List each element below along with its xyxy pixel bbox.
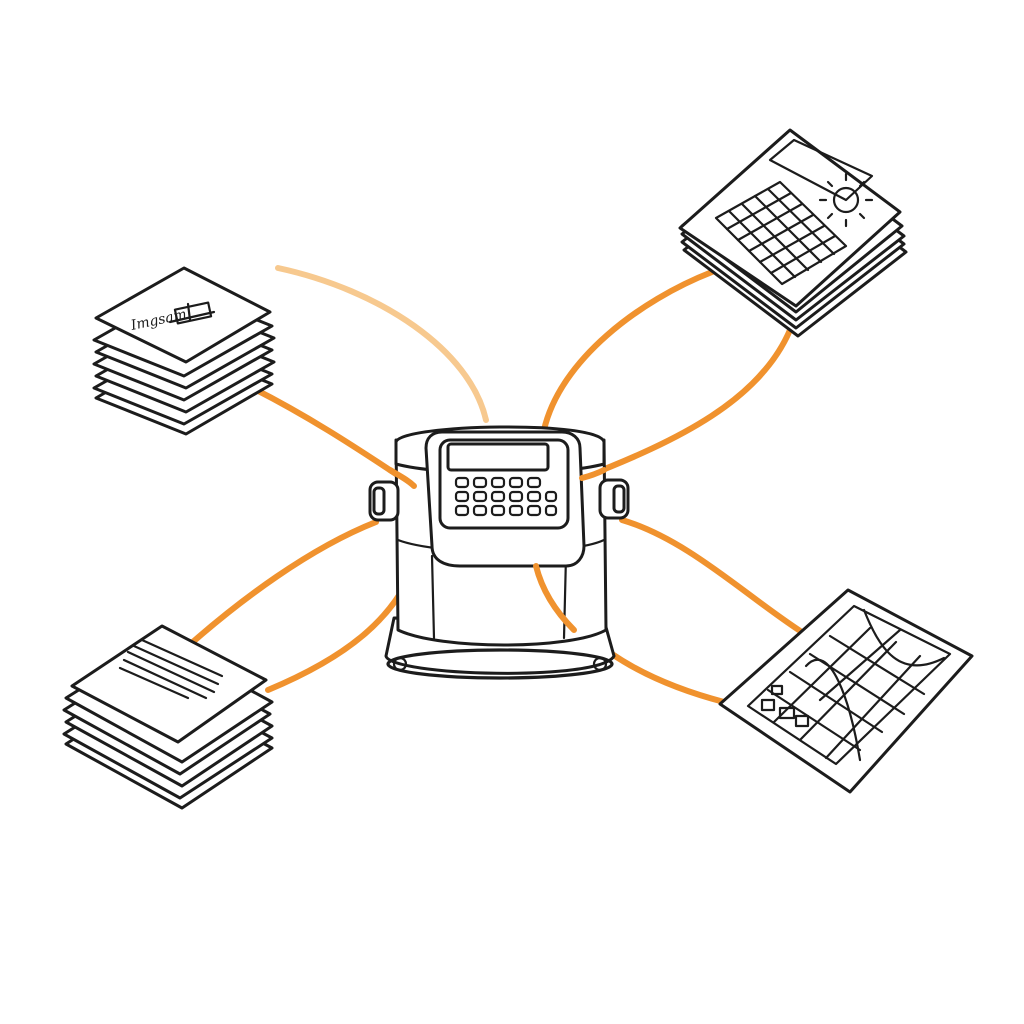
document-stack-icon: Imgsam — [92, 266, 276, 436]
text-document-stack-icon — [62, 624, 274, 810]
document-mini-table-icon — [168, 301, 216, 325]
connector-calendar-b — [579, 327, 793, 481]
connector-faded — [275, 265, 489, 423]
calculator-machine-icon — [368, 425, 630, 680]
connector-top-left-doc — [229, 375, 417, 489]
calendar-grid — [714, 180, 848, 286]
connector-text-doc-a — [183, 519, 379, 651]
right-knob — [598, 478, 630, 520]
connector-calendar-a — [541, 269, 715, 433]
map-grid-icon — [718, 588, 974, 794]
keypad — [454, 476, 558, 517]
sun-icon — [818, 172, 874, 228]
connector-map-a — [619, 517, 811, 639]
calendar-sun-icon — [678, 128, 908, 338]
display-screen — [446, 442, 550, 472]
connector-overlays — [387, 467, 607, 633]
connector-hub-entry-left — [387, 467, 417, 489]
map-details — [746, 604, 952, 766]
left-knob — [368, 480, 400, 522]
connector-hub-entry-bottom — [533, 563, 577, 633]
connector-hub-entry-right — [579, 467, 607, 481]
text-lines — [118, 638, 224, 700]
